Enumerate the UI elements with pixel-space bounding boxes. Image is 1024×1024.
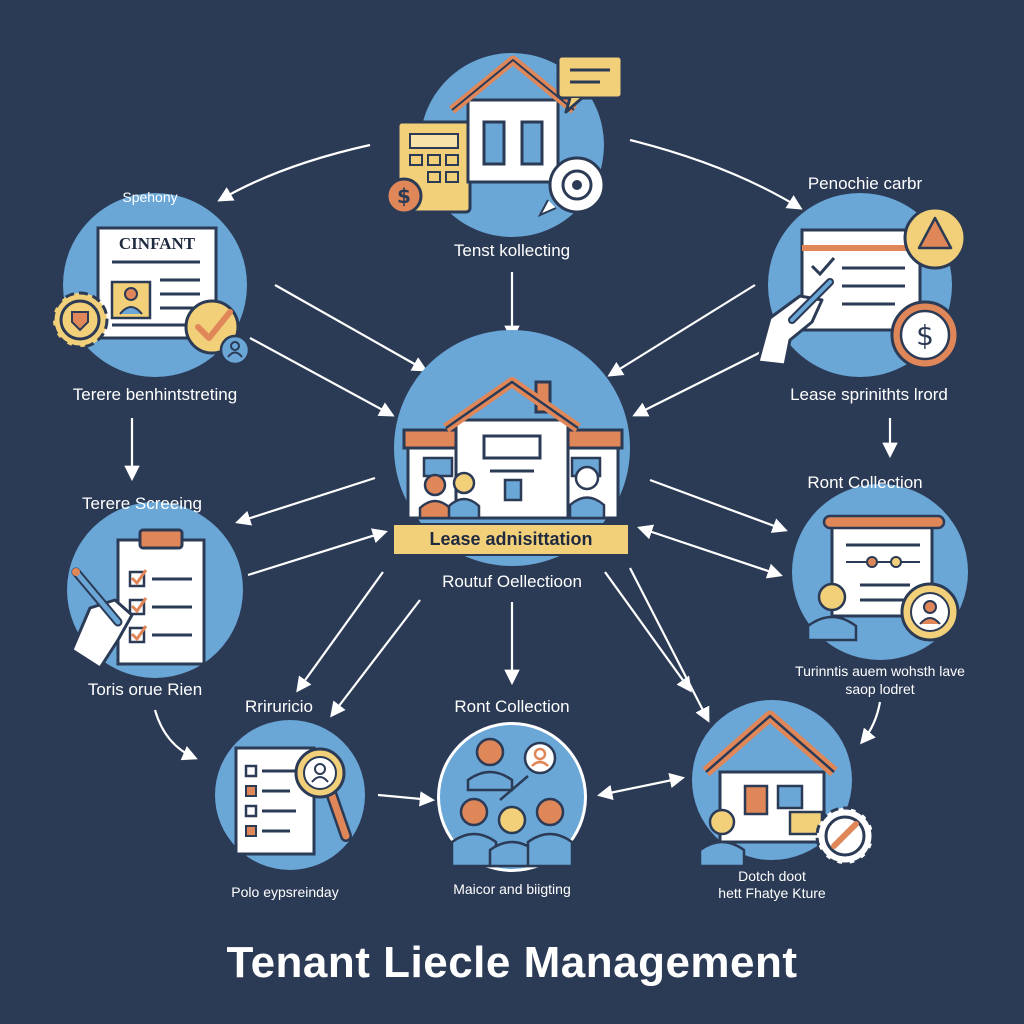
node-mid-right-label-line2: saop lodret [845,681,915,697]
hand-signing-icon [756,278,834,367]
svg-text:$: $ [397,184,411,208]
svg-text:$: $ [916,319,934,352]
chat-bubble-icon [556,54,624,114]
center-caption: Routuf Oellectioon [442,572,582,591]
node-bottom-center [437,722,587,872]
arrow-center-to-bottomright-2 [629,567,710,723]
dollar-badge-icon: $ [890,300,960,370]
arrow-bottomcenter-bottomright-bi [596,772,686,801]
node-mid-left-label: Toris orue Rien [87,680,203,699]
node-bottom-center-label: Maicor and biigting [453,881,571,897]
arrow-midleft-to-center [247,528,388,577]
node-bottom-right-label-line2: hett Fhatye Kture [718,885,826,901]
gear-icon [51,291,109,349]
arrow-center-to-bottomright-1 [604,571,692,693]
family-people-icon [418,465,606,520]
node-top-right-label: Lease sprinithts lrord [790,385,948,404]
arrow-top-to-topright [629,138,803,210]
node-top-right-heading: Penochie carbr [807,174,923,193]
node-mid-right [792,484,968,660]
center-banner: Lease adnisittation [392,523,630,556]
node-bottom-left-heading: Rriruricio [245,697,313,716]
magnifier-icon [294,747,352,842]
arrow-midright-center-bi [637,524,783,579]
clipboard-checklist-icon [116,528,206,666]
node-mid-right-label-line1: Turinntis auem wohsth lave [795,663,965,679]
arrow-center-to-midright [649,478,788,533]
profile-badge-icon [900,582,960,642]
home-icon [702,710,838,844]
arrow-topleft-to-center-2 [249,337,395,417]
id-photo-icon [110,280,152,320]
hand-pen-icon [70,567,134,670]
arrow-topleft-to-center-1 [274,284,428,372]
arrow-bottomleft-to-bottomcenter [377,791,436,807]
arrow-center-to-bottomleft-2 [330,599,421,718]
node-top-left-heading: Spehony [122,189,178,205]
node-bottom-left-label: Polo eypsreinday [231,884,339,900]
node-bottom-right [692,700,875,868]
arrow-topright-to-center-1 [607,284,756,377]
node-center [394,330,630,566]
node-top-left-label: Terere benhintstreting [72,385,238,404]
node-bottom-right-label-line1: Dotch doot [738,868,806,884]
node-top: $ [385,53,624,237]
arrow-midright-to-bottomright [860,701,882,745]
node-mid-left [67,502,243,678]
node-top-right: $ [756,193,967,377]
diagram-title: Tenant Liecle Management [226,938,798,987]
arrow-top-to-topleft [217,143,371,202]
node-top-left [51,193,251,377]
house-icon [449,55,577,184]
node-mid-left-heading: Terere Screeing [81,494,202,513]
team-people-icon [450,737,574,868]
node-mid-right-heading: Ront Collection [807,473,923,492]
arrow-topright-to-center-2 [632,344,776,417]
user-small-icon [219,334,251,366]
arrow-center-to-midleft [235,476,376,526]
scroll-chart-icon [822,514,946,618]
gear-wrench-icon [815,806,875,866]
arrow-center-to-bottomleft-1 [296,571,384,693]
person-icon [806,582,858,642]
node-bottom-center-heading: Ront Collection [454,697,570,716]
arrow-midleft-to-bottomleft [153,709,198,761]
node-top-left-doc-title: CINFANT [118,234,196,253]
node-bottom-left [215,720,365,870]
dollar-coin-icon: $ [385,177,423,215]
person-small-icon [698,808,746,868]
alert-badge-icon [903,206,967,270]
node-top-label: Tenst kollecting [453,241,571,260]
target-badge-icon [537,156,606,218]
arrows [124,138,898,807]
